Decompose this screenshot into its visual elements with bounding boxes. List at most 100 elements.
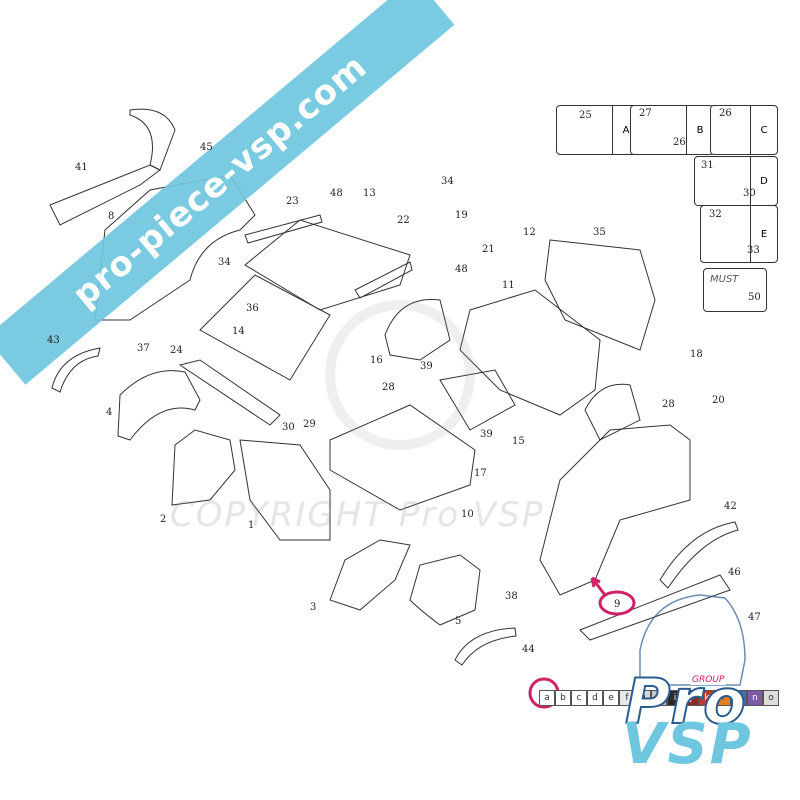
color-cell-g: g <box>635 690 651 706</box>
firewall-1 <box>239 439 331 541</box>
wheel-arch-43 <box>51 347 101 393</box>
color-cell-c: c <box>571 690 587 706</box>
color-cell-o: o <box>763 690 779 706</box>
part-label-41: 41 <box>75 162 88 173</box>
highlight-ring-9 <box>598 590 636 616</box>
color-cell-d: d <box>587 690 603 706</box>
part-label-9: 9 <box>614 599 621 610</box>
part-label-11: 11 <box>502 280 515 291</box>
inset-b-part-2: 26 <box>673 137 686 148</box>
part-label-18: 18 <box>690 349 703 360</box>
cowl-24 <box>178 359 281 426</box>
part-label-28: 28 <box>382 382 395 393</box>
part-label-42: 42 <box>724 501 737 512</box>
logo-group: GROUP <box>690 675 727 685</box>
part-label-38: 38 <box>505 591 518 602</box>
part-label-44: 44 <box>522 644 535 655</box>
inset-a-part: 25 <box>579 110 592 121</box>
color-cell-m: m <box>731 690 747 706</box>
color-cell-e: e <box>603 690 619 706</box>
color-cell-a: a <box>539 690 555 706</box>
logo-car-outline <box>639 594 746 686</box>
color-cell-k: k <box>699 690 715 706</box>
part-label-15: 15 <box>512 436 525 447</box>
part-label-47: 47 <box>748 612 761 623</box>
part-label-46: 46 <box>728 567 741 578</box>
part-label-2: 2 <box>160 514 167 525</box>
part-label-34: 34 <box>218 257 231 268</box>
color-cell-l: l <box>715 690 731 706</box>
inset-b: 27 26 B <box>630 105 714 155</box>
inner-arch-2 <box>171 429 236 506</box>
inset-c: 26 C <box>710 105 778 155</box>
roof-rail-23 <box>244 214 323 244</box>
inset-d: 31 30 D <box>694 156 778 206</box>
inset-d-part-1: 31 <box>701 160 714 171</box>
part-label-20: 20 <box>712 395 725 406</box>
part-label-12: 12 <box>523 227 536 238</box>
part-label-43: 43 <box>47 335 60 346</box>
part-label-35: 35 <box>593 227 606 238</box>
front-wing-5 <box>409 554 481 626</box>
part-label-36: 36 <box>246 303 259 314</box>
body-side-9 <box>539 424 691 596</box>
part-label-17: 17 <box>474 468 487 479</box>
color-cell-f: f <box>619 690 635 706</box>
part-label-8: 8 <box>108 211 115 222</box>
part-label-23: 23 <box>286 196 299 207</box>
part-label-29: 29 <box>303 419 316 430</box>
inset-c-part: 26 <box>719 108 732 119</box>
color-cell-j: j <box>683 690 699 706</box>
part-label-14: 14 <box>232 326 245 337</box>
part-label-16: 16 <box>370 355 383 366</box>
part-label-48: 48 <box>455 264 468 275</box>
part-label-5: 5 <box>455 616 462 627</box>
badge-number: 50 <box>748 292 761 303</box>
roof-13 <box>244 219 411 311</box>
color-cell-n: n <box>747 690 763 706</box>
inset-a-letter: A <box>612 106 639 154</box>
inset-e: 32 33 E <box>700 205 778 263</box>
inset-e-part-1: 32 <box>709 209 722 220</box>
part-label-21: 21 <box>482 244 495 255</box>
part-label-37: 37 <box>137 343 150 354</box>
part-label-3: 3 <box>310 602 317 613</box>
part-label-45: 45 <box>200 142 213 153</box>
badge-text: MUST <box>710 274 739 285</box>
color-cell-h: h <box>651 690 667 706</box>
wheelhouse-15 <box>584 383 641 441</box>
part-label-39: 39 <box>420 361 433 372</box>
sill-panel-41 <box>49 164 161 226</box>
badge-inset: MUST 50 <box>703 268 767 312</box>
highlight-arrow <box>590 576 607 596</box>
wheel-arch-44 <box>454 627 517 666</box>
rear-panel-12 <box>544 239 656 351</box>
inset-b-part-1: 27 <box>639 108 652 119</box>
part-label-13: 13 <box>363 188 376 199</box>
wheel-arch-42 <box>659 521 739 589</box>
copyright-watermark: COPYRIGHT Pro VSP <box>170 495 545 535</box>
inset-d-part-2: 30 <box>743 188 756 199</box>
windscreen-frame <box>199 274 331 381</box>
part-label-30: 30 <box>282 422 295 433</box>
part-label-24: 24 <box>170 345 183 356</box>
inset-b-letter: B <box>686 106 713 154</box>
inset-e-letter: E <box>750 206 777 262</box>
sill-panel-46 <box>579 574 731 641</box>
inset-e-part-2: 33 <box>747 245 760 256</box>
inset-d-letter: D <box>750 157 777 205</box>
part-label-4: 4 <box>106 407 113 418</box>
part-label-1: 1 <box>248 520 255 531</box>
inner-arch-3 <box>329 539 411 611</box>
rear-floor-11 <box>459 289 601 416</box>
color-cell-b: b <box>555 690 571 706</box>
inset-c-letter: C <box>750 106 777 154</box>
part-label-48: 48 <box>330 188 343 199</box>
rear-floor-17 <box>439 369 516 431</box>
part-label-19: 19 <box>455 210 468 221</box>
part-label-34: 34 <box>441 176 454 187</box>
part-label-10: 10 <box>461 509 474 520</box>
inset-a: 25 A <box>556 105 640 155</box>
